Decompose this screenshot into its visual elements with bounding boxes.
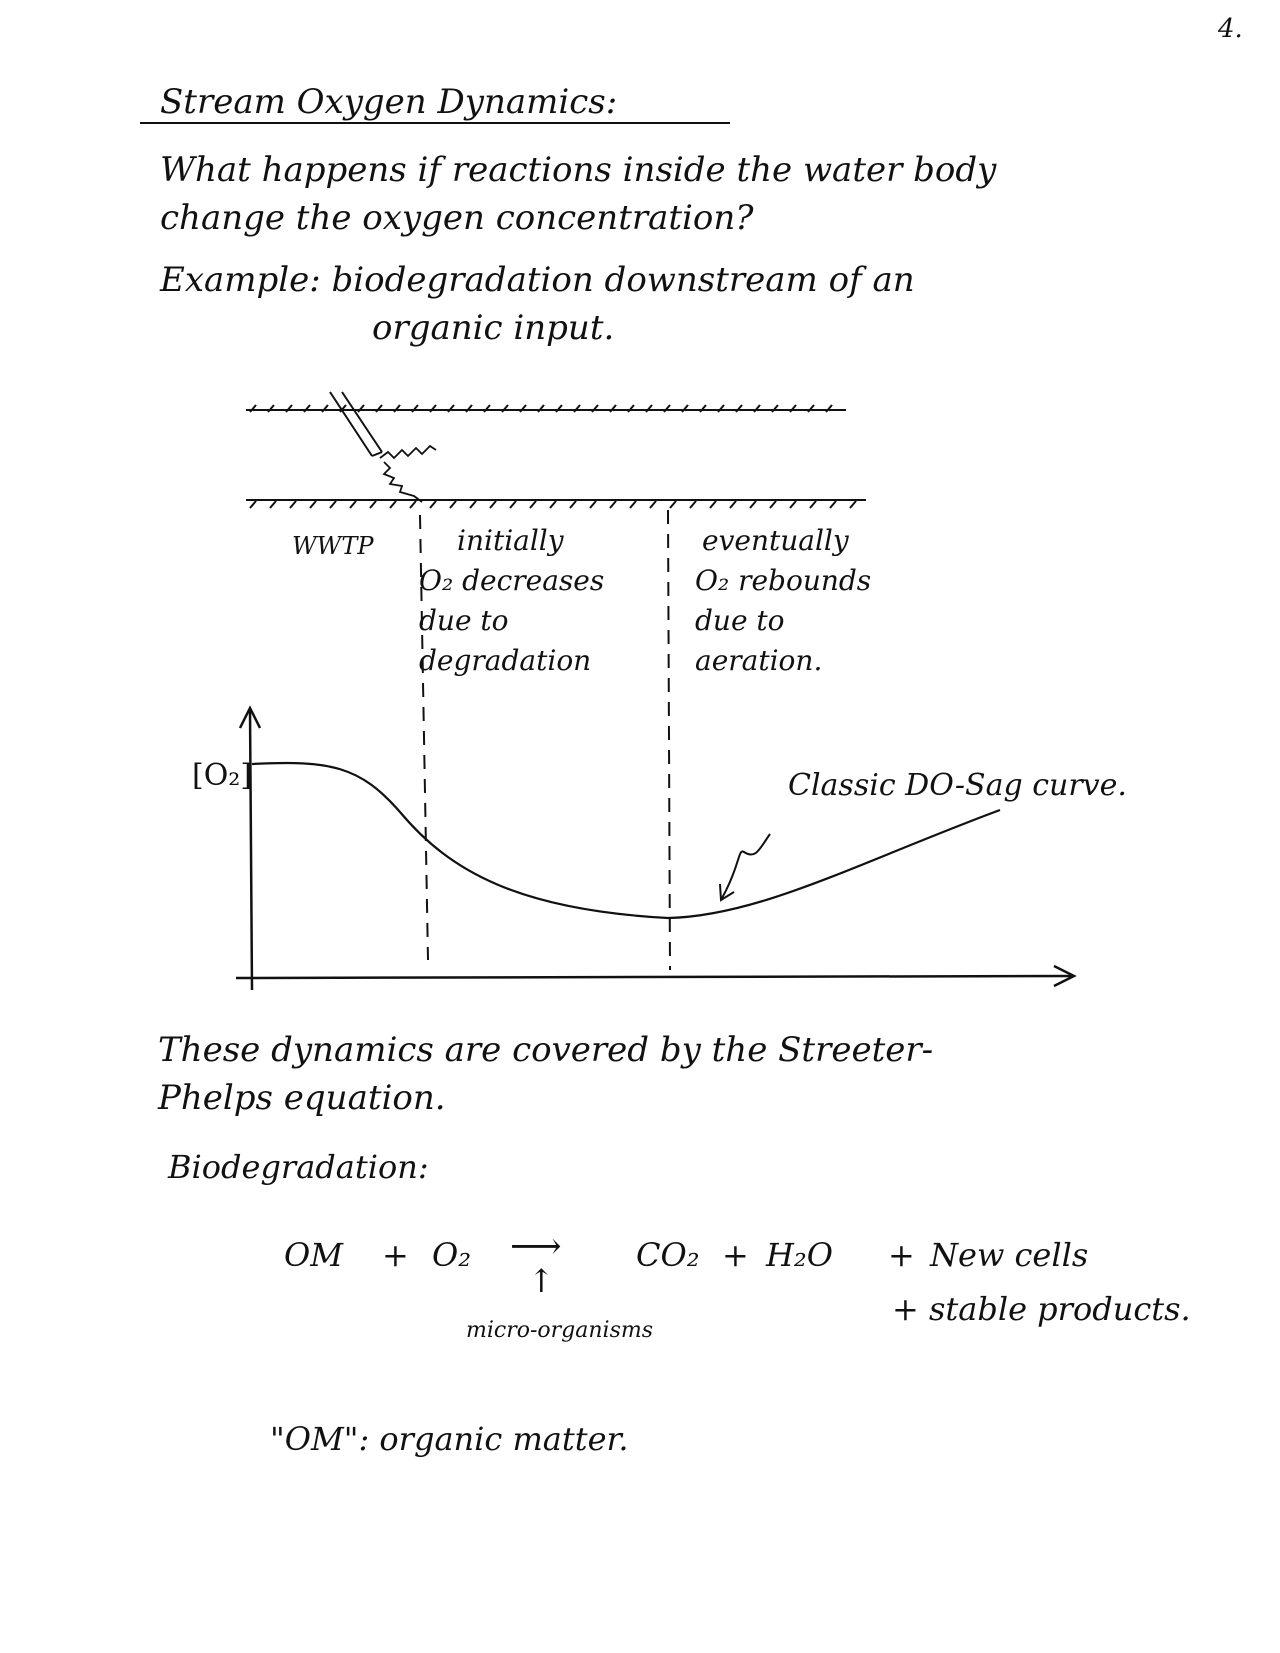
wwtp-label: WWTP [292,532,374,560]
catalyst-label: micro-organisms [466,1318,654,1343]
stream-top-bank [246,404,846,413]
y-axis-label: [O₂] [192,758,253,793]
paragraph-line-2: Phelps equation. [158,1078,446,1118]
equation-product-h2o: H₂O [766,1236,833,1274]
page-number: 4. [1218,14,1243,44]
y-axis [238,705,262,991]
example-line-1: Example: biodegradation downstream of an [160,260,915,300]
do-sag-curve [251,761,1001,920]
title-underline [140,122,730,124]
equation-plus: + [382,1236,409,1274]
equation-reactant-o2: O₂ [432,1236,472,1274]
equation-product-new-cells: New cells [930,1236,1089,1274]
equation-plus: + [888,1236,915,1274]
zone1-line-1: initially [457,524,564,557]
example-line-2: organic input. [372,308,615,348]
curve-label: Classic DO-Sag curve. [788,768,1127,803]
catalyst-arrow: ↑ [528,1262,555,1300]
question-line-2: change the oxygen concentration? [160,198,754,238]
equation-product-co2: CO₂ [636,1236,700,1274]
zone1-line-2: O₂ decreases [419,564,605,597]
equation-arrow: ⟶ [510,1226,562,1267]
equation-reactant-om: OM [284,1236,343,1274]
zone2-line-1: eventually [702,524,849,557]
zone1-line-4: degradation [419,644,592,677]
stream-diagram [235,391,1077,991]
zone-divider-2 [667,509,671,971]
discharge-plume [379,444,437,503]
paragraph-line-1: These dynamics are covered by the Street… [158,1030,934,1070]
stream-bottom-bank [246,499,866,509]
zone2-line-3: due to [695,604,785,637]
curve-pointer-arrow [721,833,771,899]
biodegradation-heading: Biodegradation: [168,1148,429,1186]
equation-plus: + [722,1236,749,1274]
zone1-line-3: due to [419,604,509,637]
outfall-pipe [329,391,383,457]
equation-product-stable: + stable products. [892,1290,1191,1328]
question-line-1: What happens if reactions inside the wat… [160,150,997,190]
zone2-line-4: aeration. [695,644,823,677]
x-axis [235,964,1077,988]
page-title: Stream Oxygen Dynamics: [160,82,618,122]
zone-divider-1 [419,514,429,961]
om-definition: "OM": organic matter. [270,1420,629,1458]
zone2-line-2: O₂ rebounds [695,564,872,597]
